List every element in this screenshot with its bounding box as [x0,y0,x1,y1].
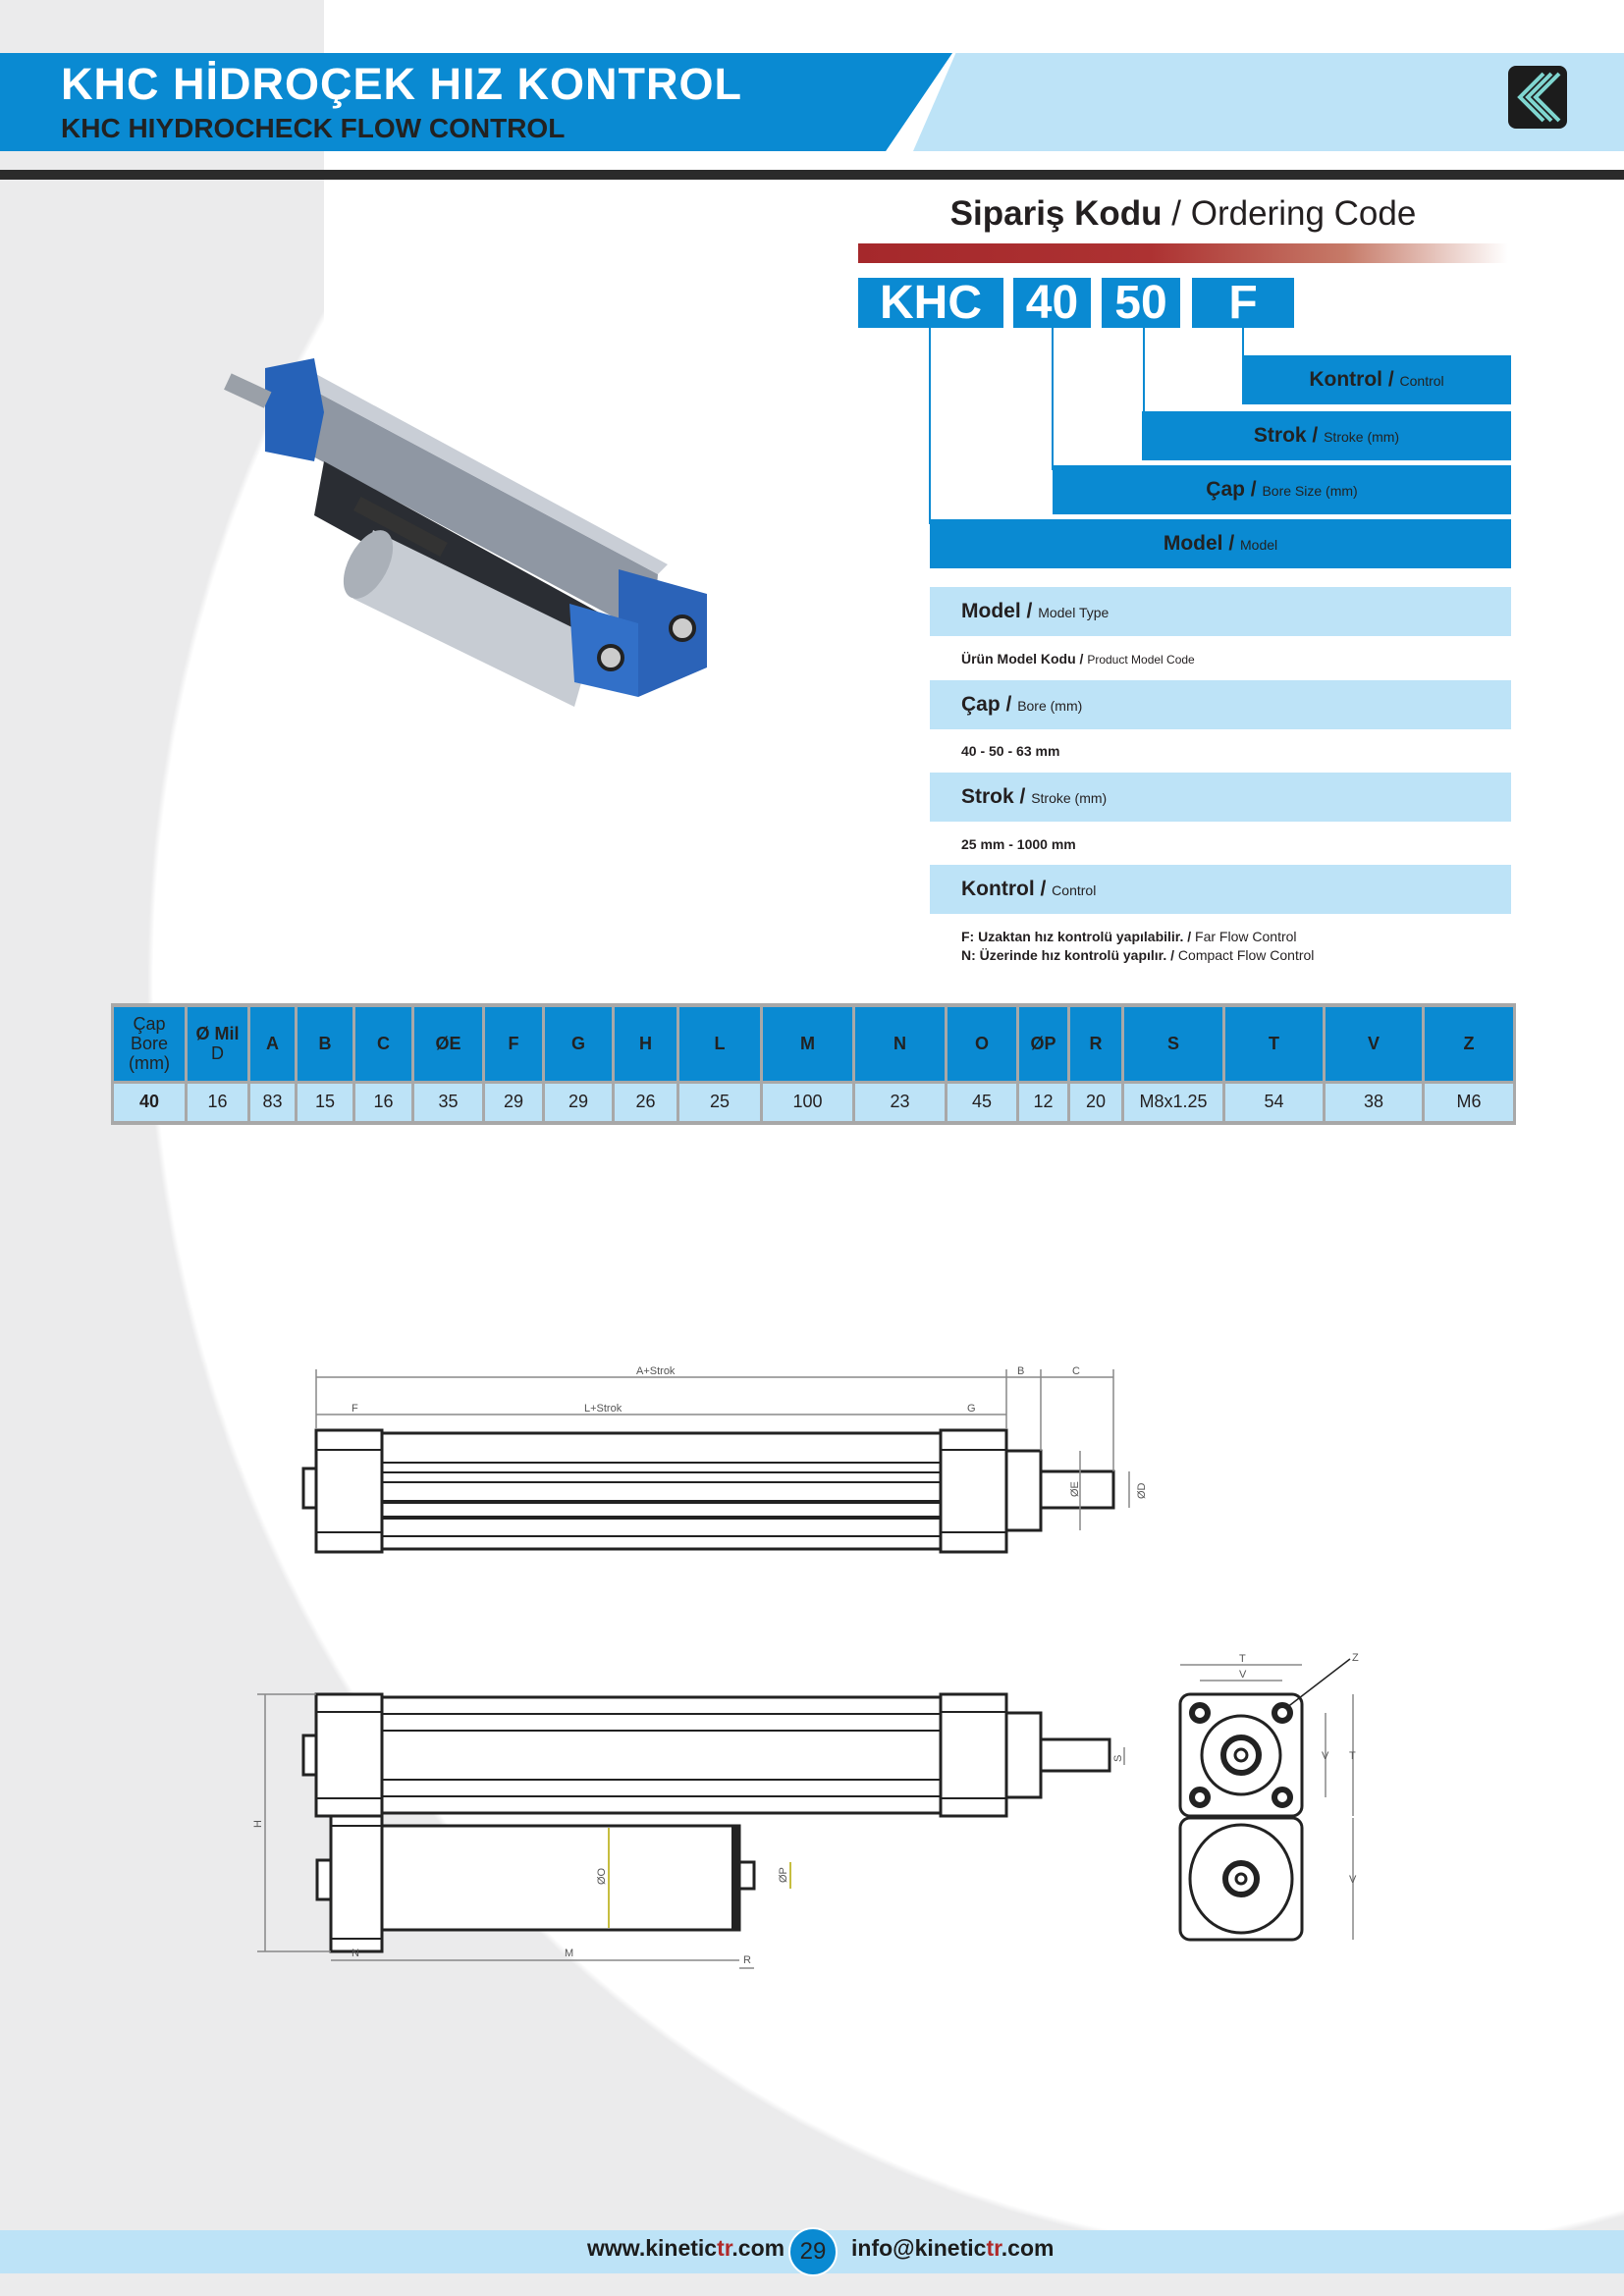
dim-label: H [252,1820,264,1828]
table-cell: 16 [185,1080,250,1123]
dim-label: Z [1352,1652,1359,1664]
table-cell: 38 [1323,1080,1425,1123]
page-title: KHC HİDROÇEK HIZ KONTROL [61,59,742,109]
dim-label: M [565,1948,573,1959]
dim-label: V [1239,1669,1247,1681]
info-model-heading: Model / Model Type [930,587,1511,636]
connector-line [929,328,931,524]
col-header: O [945,1005,1019,1082]
label-stroke: Strok / Stroke (mm) [1142,411,1511,460]
table-cell: 83 [247,1080,298,1123]
dim-label: T [1349,1750,1356,1762]
code-stroke: 50 [1102,278,1180,328]
table-cell: M8x1.25 [1121,1080,1225,1123]
table-cell: 54 [1222,1080,1326,1123]
col-header: B [295,1005,355,1082]
dim-label: ØO [596,1867,608,1885]
table-cell: 100 [760,1080,855,1123]
table-cell: 45 [945,1080,1019,1123]
dim-label: V [1322,1750,1329,1762]
col-header: F [482,1005,545,1082]
table-cell: 12 [1016,1080,1070,1123]
dim-label: G [967,1403,976,1415]
info-bore-heading: Çap / Bore (mm) [930,680,1511,729]
table-cell: M6 [1422,1080,1516,1123]
table-cell: 26 [612,1080,679,1123]
col-header: ØP [1016,1005,1070,1082]
connector-line [1143,328,1145,416]
col-header: Z [1422,1005,1516,1082]
table-cell: 15 [295,1080,355,1123]
info-bore-desc: 40 - 50 - 63 mm [961,743,1060,759]
dim-label: A+Strok [636,1365,676,1377]
product-image [224,358,707,707]
label-bore: Çap / Bore Size (mm) [1053,465,1511,514]
col-header: N [852,1005,947,1082]
table-cell: 40 [111,1080,188,1123]
label-model: Model / Model [930,519,1511,568]
connector-line [1242,328,1244,362]
dim-label: F [352,1403,358,1415]
dim-label: V [1349,1874,1357,1886]
table-cell: 20 [1067,1080,1124,1123]
col-header: H [612,1005,679,1082]
label-control: Kontrol / Control [1242,355,1511,404]
dim-label: N [352,1948,359,1959]
code-model: KHC [858,278,1003,328]
info-control-heading: Kontrol / Control [930,865,1511,914]
kinetic-logo-icon [1508,66,1567,129]
col-header: V [1323,1005,1425,1082]
dim-label: T [1239,1653,1246,1665]
info-stroke-desc: 25 mm - 1000 mm [961,836,1076,852]
dim-label: ØD [1136,1482,1148,1499]
col-header: C [352,1005,414,1082]
info-control-n: N: Üzerinde hız kontrolü yapılır. / Comp… [961,947,1315,963]
red-gradient-bar [858,243,1508,263]
cylinder-end [731,1826,739,1930]
table-cell: 35 [411,1080,485,1123]
table-cell: 29 [482,1080,545,1123]
ordering-code-title: Sipariş Kodu / Ordering Code [949,194,1417,233]
table-cell: 25 [677,1080,763,1123]
code-bore: 40 [1013,278,1091,328]
col-header: A [247,1005,298,1082]
website-link[interactable]: www.kinetictr.com [587,2235,785,2261]
page-number: 29 [788,2227,838,2276]
dim-label: ØE [1069,1481,1081,1497]
info-stroke-heading: Strok / Stroke (mm) [930,773,1511,822]
email-link[interactable]: info@kinetictr.com [851,2235,1055,2261]
divider [0,170,1624,180]
table-cell: 29 [542,1080,615,1123]
col-header: M [760,1005,855,1082]
col-header: ØE [411,1005,485,1082]
page-subtitle: KHC HIYDROCHECK FLOW CONTROL [61,113,566,143]
dim-label: S [1112,1755,1124,1762]
col-header: T [1222,1005,1326,1082]
dim-label: L+Strok [584,1403,623,1415]
dim-label: B [1017,1365,1024,1377]
info-model-desc: Ürün Model Kodu / Product Model Code [961,651,1195,667]
header-band [0,53,952,151]
col-header: L [677,1005,763,1082]
col-header: G [542,1005,615,1082]
header-band-light [913,53,1624,151]
info-control-f: F: Uzaktan hız kontrolü yapılabilir. / F… [961,929,1297,944]
dim-label: C [1072,1365,1080,1377]
col-header: R [1067,1005,1124,1082]
table-cell: 23 [852,1080,947,1123]
code-control: F [1192,278,1294,328]
technical-drawing: A+Strok B C F L+Strok G ØE ØD H ØO ØP S … [252,1365,1359,1969]
table-cell: 16 [352,1080,414,1123]
dim-label: ØP [778,1867,789,1883]
table-row: 40 16 83 15 16 35 29 29 26 25 100 23 45 … [111,1080,1516,1123]
connector-line [1052,328,1054,470]
col-header: S [1121,1005,1225,1082]
dim-label: R [743,1954,751,1966]
